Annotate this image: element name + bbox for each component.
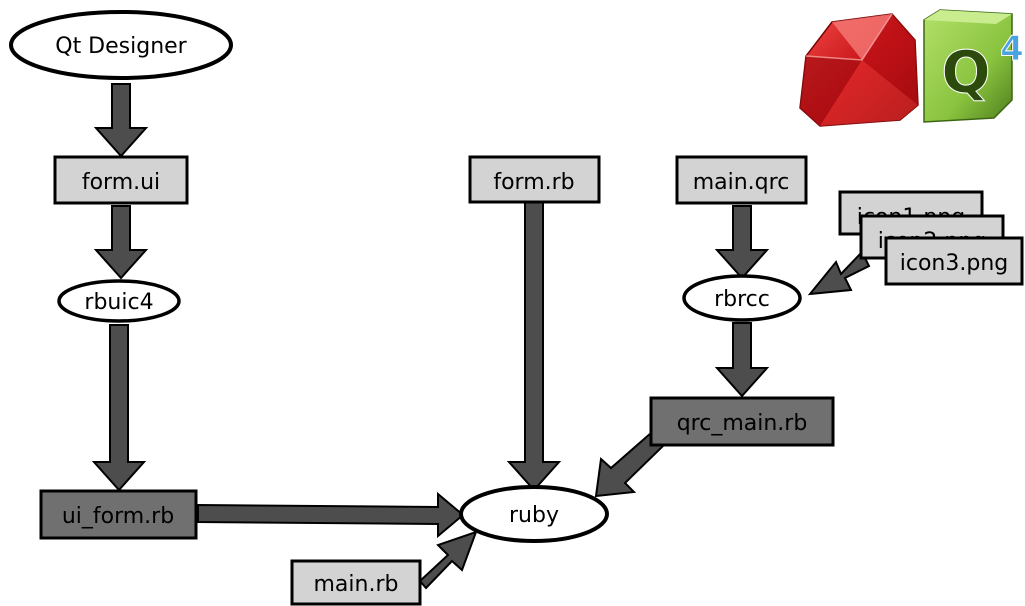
ruby-label: ruby xyxy=(509,503,559,528)
qt4-logo-icon: Q 4 xyxy=(923,9,1024,123)
rbuic4-node: rbuic4 xyxy=(57,279,181,323)
rbrcc-node: rbrcc xyxy=(682,274,802,322)
ui-form-rb-label: ui_form.rb xyxy=(62,504,174,529)
arrow-formrb-to-ruby xyxy=(506,199,562,492)
arrow-icons-to-rbrcc xyxy=(807,250,871,296)
arrow-mainqrc-to-rbrcc xyxy=(714,205,770,280)
arrow-qrcmainrb-to-ruby xyxy=(594,431,665,498)
arrow-rbrcc-to-qrcmainrb xyxy=(714,322,770,398)
form-rb-label: form.rb xyxy=(493,170,574,195)
main-rb-label: main.rb xyxy=(314,572,399,597)
ui-form-rb-node: ui_form.rb xyxy=(39,489,198,540)
main-qrc-label: main.qrc xyxy=(693,170,790,195)
arrows xyxy=(91,83,871,590)
qrc-main-rb-label: qrc_main.rb xyxy=(677,411,808,436)
arrow-uiformrb-to-ruby xyxy=(197,491,465,539)
icon-files-stack: icon1.png icon2.png icon3.png xyxy=(838,190,1024,286)
rbuic4-label: rbuic4 xyxy=(84,290,153,315)
rbrcc-label: rbrcc xyxy=(714,287,770,312)
ruby-logo-icon xyxy=(799,13,919,127)
main-qrc-node: main.qrc xyxy=(675,155,808,205)
ruby-node: ruby xyxy=(459,485,609,543)
icon3-label: icon3.png xyxy=(900,251,1008,276)
arrow-formui-to-rbuic4 xyxy=(93,205,149,280)
form-rb-node: form.rb xyxy=(468,155,601,204)
main-rb-node: main.rb xyxy=(290,559,422,606)
form-ui-node: form.ui xyxy=(53,155,189,205)
qrc-main-rb-node: qrc_main.rb xyxy=(649,396,835,447)
arrow-qtdesigner-to-formui xyxy=(93,83,149,158)
qt-logo-version: 4 xyxy=(1000,29,1024,69)
qt-designer-node: Qt Designer xyxy=(9,10,233,80)
qt-designer-label: Qt Designer xyxy=(55,34,187,59)
arrow-rbuic4-to-uiformrb xyxy=(91,324,147,492)
arrow-mainrb-to-ruby xyxy=(418,530,478,590)
icon3-node: icon3.png xyxy=(884,236,1024,286)
form-ui-label: form.ui xyxy=(82,170,160,195)
qt-logo-letter: Q xyxy=(941,38,990,106)
